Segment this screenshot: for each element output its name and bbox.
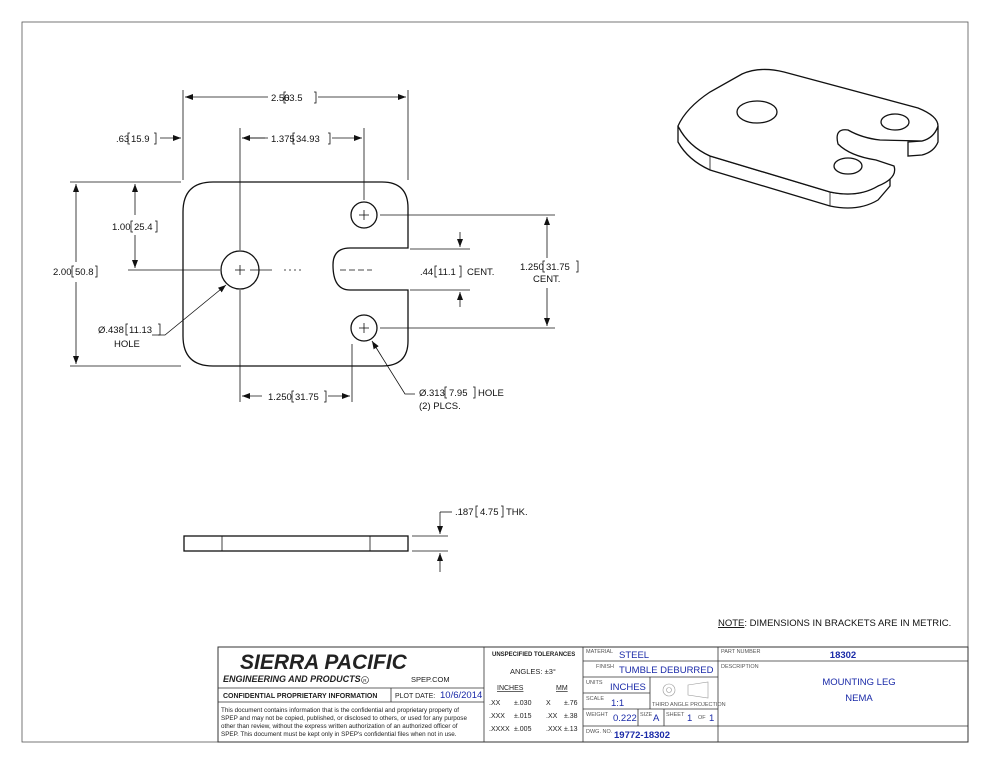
tol-row-1-mm-val: ±.76 (564, 700, 578, 707)
disclaimer-line-4: SPEP. This document must be kept only in… (221, 731, 457, 738)
units-label: UNITS (586, 680, 603, 686)
tol-row-1-in-val: ±.030 (514, 700, 532, 707)
tol-row-1-in-fmt: .XX (489, 700, 501, 707)
tol-inches-header: INCHES (497, 685, 524, 692)
disclaimer-line-2: SPEP and may not be copied, published, o… (221, 715, 467, 722)
projection-label: THIRD ANGLE PROJECTION (652, 702, 726, 708)
dim-hole-spacing: 1.250 (520, 262, 544, 273)
tol-row-2-mm-val: ±.38 (564, 713, 578, 720)
company-subtitle: ENGINEERING AND PRODUCTS (223, 674, 361, 684)
side-view: .187 4.75 THK. (183, 505, 528, 572)
note: NOTE: DIMENSIONS IN BRACKETS ARE IN METR… (718, 618, 951, 629)
dim-slot-width: .44 (420, 267, 433, 278)
dim-overall-width: 2.50 (271, 93, 290, 104)
tol-row-2-in-val: ±.015 (514, 713, 532, 720)
tol-row-3-in-fmt: .XXXX (489, 726, 510, 733)
dim-overall-height: 2.00 (53, 267, 72, 278)
tol-row-2-mm-fmt: .XX (546, 713, 558, 720)
material-label: MATERIAL (586, 649, 613, 655)
dim-top-offset-mm: 25.4 (134, 222, 153, 233)
iso-small-hole-1 (880, 113, 910, 131)
dim-bottom-spacing-mm: 31.75 (295, 392, 319, 403)
tol-row-3-mm-val: ±.13 (564, 726, 578, 733)
title-block: SIERRA PACIFIC ENGINEERING AND PRODUCTS … (217, 646, 969, 743)
dim-bottom-spacing: 1.250 (268, 392, 292, 403)
tol-row-1-mm-fmt: X (546, 700, 551, 707)
weight-label: WEIGHT (586, 712, 609, 718)
material-value: STEEL (619, 650, 649, 661)
top-view: 2.50 63.5 .63 15.9 1.375 34.93 1.00 25.4… (53, 90, 579, 412)
tol-row-2-in-fmt: .XXX (489, 713, 505, 720)
dim-slot-width-suffix: CENT. (467, 267, 494, 278)
dim-large-hole-mm: 11.13 (129, 325, 152, 336)
part-number-value: 18302 (830, 650, 856, 661)
company-website: SPEP.COM (411, 675, 450, 684)
finish-label: FINISH (596, 664, 614, 670)
disclaimer-line-3: other than review, without the express w… (221, 723, 458, 730)
dim-left-offset-mm: 15.9 (131, 134, 150, 145)
dim-top-offset: 1.00 (112, 222, 131, 233)
tol-row-3-in-val: ±.005 (514, 726, 532, 733)
dim-overall-height-mm: 50.8 (75, 267, 94, 278)
dim-overall-width-mm: 63.5 (284, 93, 303, 104)
sheet-total: 1 (709, 713, 714, 724)
of-label: OF (698, 715, 706, 721)
weight-value: 0.222 (613, 713, 637, 724)
projection-symbol-icon (662, 681, 709, 699)
dim-hole-spacing-mm: 31.75 (546, 262, 570, 273)
plot-date: 10/6/2014 (440, 690, 482, 701)
tol-row-3-mm-fmt: .XXX (546, 726, 562, 733)
dim-thickness-mm: 4.75 (480, 507, 499, 518)
tolerances-angles: ANGLES: ±3° (510, 667, 556, 676)
description-line-2: NEMA (845, 693, 873, 704)
scale-label: SCALE (586, 696, 604, 702)
dim-small-hole-mm: 7.95 (449, 388, 468, 399)
part-number-label: PART NUMBER (721, 649, 760, 655)
size-value: A (653, 713, 660, 724)
company-name: SIERRA PACIFIC (240, 651, 408, 674)
iso-large-hole (736, 100, 778, 124)
dim-large-hole-suffix: HOLE (114, 339, 140, 350)
tolerances-title: UNSPECIFIED TOLERANCES (492, 652, 575, 658)
description-label: DESCRIPTION (721, 664, 759, 670)
dim-small-hole-suffix: HOLE (478, 388, 504, 399)
dwg-no-label: DWG. NO. (586, 729, 613, 735)
size-label: SIZE (640, 712, 653, 718)
dim-left-offset: .63 (116, 134, 129, 145)
dim-small-hole: Ø.313 (419, 388, 445, 399)
dwg-no-value: 19772-18302 (614, 730, 670, 741)
sheet-label: SHEET (666, 712, 685, 718)
description-line-1: MOUNTING LEG (822, 677, 895, 688)
dim-small-hole-qty: (2) PLCS. (419, 401, 461, 412)
dim-thickness-suffix: THK. (506, 507, 528, 518)
dim-large-hole: Ø.438 (98, 325, 124, 336)
confidential-label: CONFIDENTIAL PROPRIETARY INFORMATION (223, 693, 377, 700)
dim-hole-spacing-suffix: CENT. (533, 274, 560, 285)
scale-value: 1:1 (611, 698, 624, 709)
isometric-view (677, 68, 939, 209)
plot-date-label: PLOT DATE: (395, 693, 435, 700)
registered-mark: R (363, 678, 367, 683)
dim-slot-x: 1.375 (271, 134, 295, 145)
side-profile (183, 535, 409, 552)
sheet-value: 1 (687, 713, 692, 724)
iso-small-hole-2 (833, 157, 863, 175)
dim-slot-x-mm: 34.93 (296, 134, 320, 145)
dim-thickness: .187 (455, 507, 474, 518)
dim-slot-width-mm: 11.1 (438, 267, 456, 278)
disclaimer-line-1: This document contains information that … (221, 707, 459, 714)
units-value: INCHES (610, 682, 646, 693)
tol-mm-header: MM (556, 685, 568, 692)
finish-value: TUMBLE DEBURRED (619, 665, 714, 676)
